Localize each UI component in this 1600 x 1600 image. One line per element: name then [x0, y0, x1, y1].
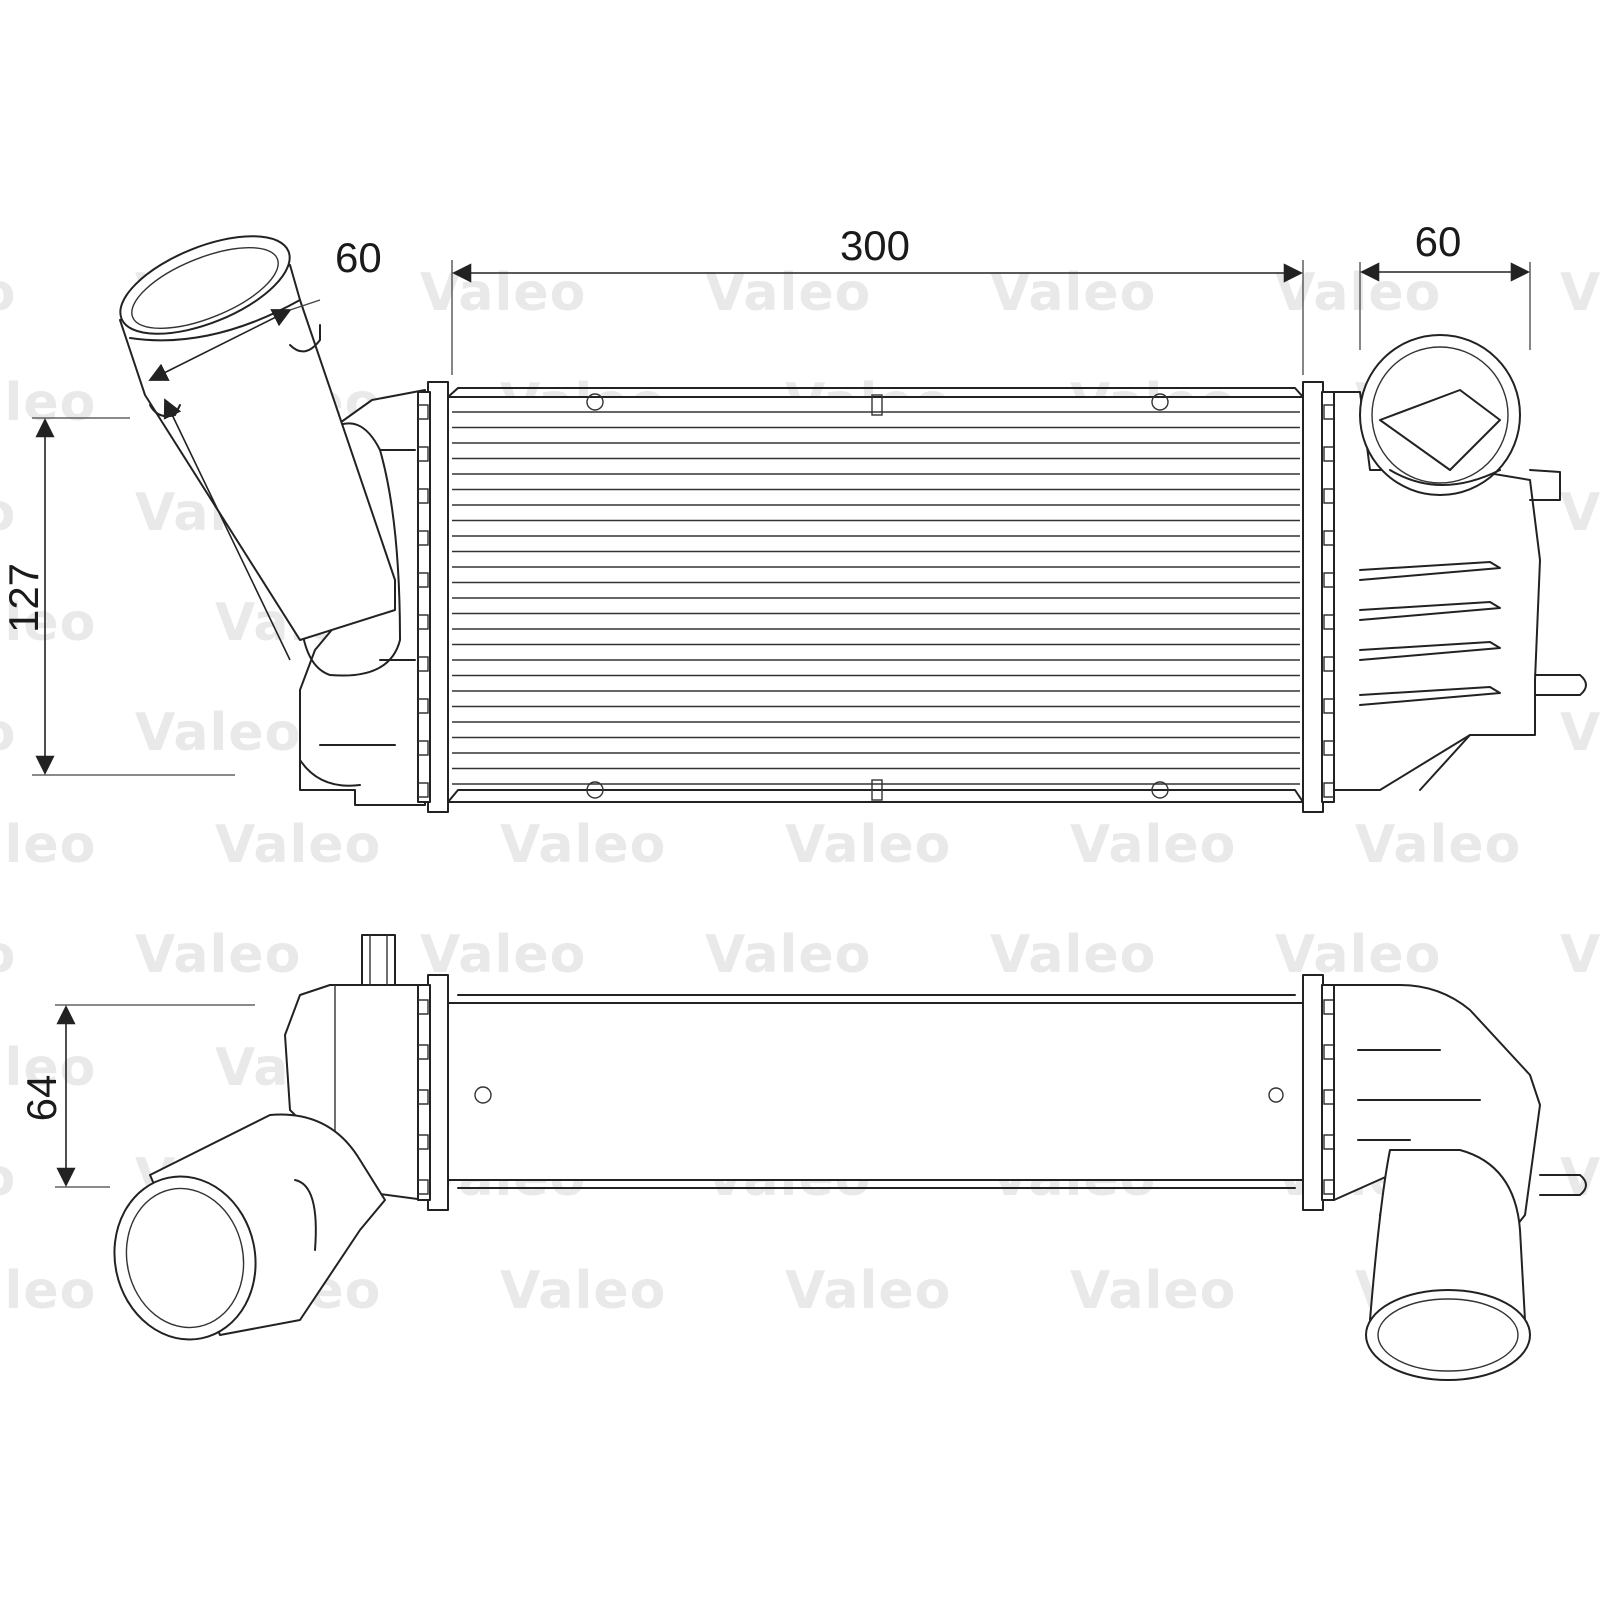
header-tooth: [1323, 488, 1334, 504]
dim-right-pipe: 60: [1359, 218, 1531, 350]
tank-rib: [1359, 641, 1501, 661]
valeo-watermark: Valeo: [0, 703, 16, 763]
valeo-watermark: Valeo: [1070, 815, 1236, 875]
dim-left-pipe-label: 60: [335, 234, 382, 281]
valeo-watermark: Valeo: [0, 1148, 16, 1208]
left-tank-top-view: [284, 984, 426, 1201]
right-tank-ribs: [1359, 561, 1501, 706]
valeo-watermark: Valeo: [1355, 815, 1521, 875]
valeo-watermark: Valeo: [500, 1261, 666, 1321]
right-header-top-view: [1302, 974, 1324, 1211]
tank-rib: [1359, 561, 1501, 581]
right-header-plate: [1302, 381, 1324, 813]
valeo-watermark: Valeo: [1560, 703, 1600, 763]
core-fins: [452, 411, 1300, 785]
valeo-watermark: Valeo: [1070, 1261, 1236, 1321]
header-tooth: [418, 488, 429, 504]
right-pipe-opening: [1365, 1289, 1531, 1381]
valeo-watermark: Valeo: [0, 263, 16, 323]
valeo-watermark: Valeo: [0, 483, 16, 543]
header-tooth: [418, 1044, 429, 1060]
right-end-tank: [1333, 391, 1541, 791]
dim-core-width: 300: [451, 222, 1304, 375]
valeo-watermark: Valeo: [0, 815, 96, 875]
header-tooth: [418, 404, 429, 420]
dim-core-width-label: 300: [840, 222, 910, 269]
valeo-watermark: Valeo: [990, 925, 1156, 985]
valeo-watermark: Valeo: [990, 263, 1156, 323]
core-frame: [447, 396, 1304, 803]
header-tooth: [418, 446, 429, 462]
header-tooth: [1323, 1089, 1334, 1105]
header-tooth: [1323, 1179, 1334, 1195]
valeo-watermark: Valeo: [785, 815, 951, 875]
header-tooth: [1323, 446, 1334, 462]
header-tooth: [1323, 656, 1334, 672]
header-tooth: [418, 572, 429, 588]
right-outlet-opening: [1359, 334, 1521, 496]
valeo-watermark: Valeo: [705, 925, 871, 985]
right-header-teeth: [1323, 404, 1334, 798]
left-header-teeth-top-view: [418, 999, 429, 1195]
valeo-watermark: Valeo: [1560, 1148, 1600, 1208]
header-tooth: [1323, 740, 1334, 756]
front-view: [119, 235, 1587, 813]
header-tooth: [1323, 698, 1334, 714]
valeo-watermark: Valeo: [1275, 925, 1441, 985]
dim-core-depth: 64: [18, 1004, 255, 1188]
valeo-watermark: Valeo: [135, 925, 301, 985]
valeo-watermark: Valeo: [0, 1038, 96, 1098]
dim-core-height: 127: [0, 417, 235, 776]
header-tooth: [418, 614, 429, 630]
dim-core-depth-label: 64: [18, 1075, 65, 1122]
header-tooth: [418, 1179, 429, 1195]
header-tooth: [418, 656, 429, 672]
dim-right-pipe-label: 60: [1415, 218, 1462, 265]
valeo-watermark: Valeo: [1560, 925, 1600, 985]
dim-core-height-label: 127: [0, 563, 47, 633]
valeo-watermark: Valeo: [215, 815, 381, 875]
header-tooth: [418, 740, 429, 756]
header-tooth: [418, 530, 429, 546]
valeo-watermark: Valeo: [785, 1261, 951, 1321]
top-view: [113, 934, 1587, 1381]
header-tooth: [1323, 404, 1334, 420]
tank-rib: [1359, 686, 1501, 706]
right-header-teeth-top-view: [1323, 999, 1334, 1195]
dim-left-pipe: 60: [148, 234, 382, 661]
valeo-watermark: Valeo: [0, 373, 96, 433]
left-pipe-opening: [113, 1175, 257, 1341]
header-tooth: [418, 782, 429, 798]
header-tooth: [1323, 999, 1334, 1015]
tank-rib: [1359, 601, 1501, 621]
header-tooth: [1323, 614, 1334, 630]
header-tooth: [1323, 1044, 1334, 1060]
valeo-watermark: Valeo: [420, 263, 586, 323]
header-tooth: [418, 999, 429, 1015]
valeo-watermark: Valeo: [1560, 263, 1600, 323]
valeo-watermark: Valeo: [1560, 483, 1600, 543]
valeo-watermark: Valeo: [500, 815, 666, 875]
header-tooth: [418, 698, 429, 714]
header-tooth: [1323, 1134, 1334, 1150]
header-tooth: [418, 1134, 429, 1150]
valeo-watermark: Valeo: [705, 263, 871, 323]
valeo-watermark: Valeo: [0, 925, 16, 985]
valeo-watermark: Valeo: [135, 703, 301, 763]
left-header-teeth: [418, 404, 429, 798]
header-tooth: [1323, 572, 1334, 588]
core-top-view: [447, 1002, 1304, 1181]
valeo-watermark: Valeo: [0, 1261, 96, 1321]
header-tooth: [1323, 530, 1334, 546]
header-tooth: [418, 1089, 429, 1105]
header-tooth: [1323, 782, 1334, 798]
